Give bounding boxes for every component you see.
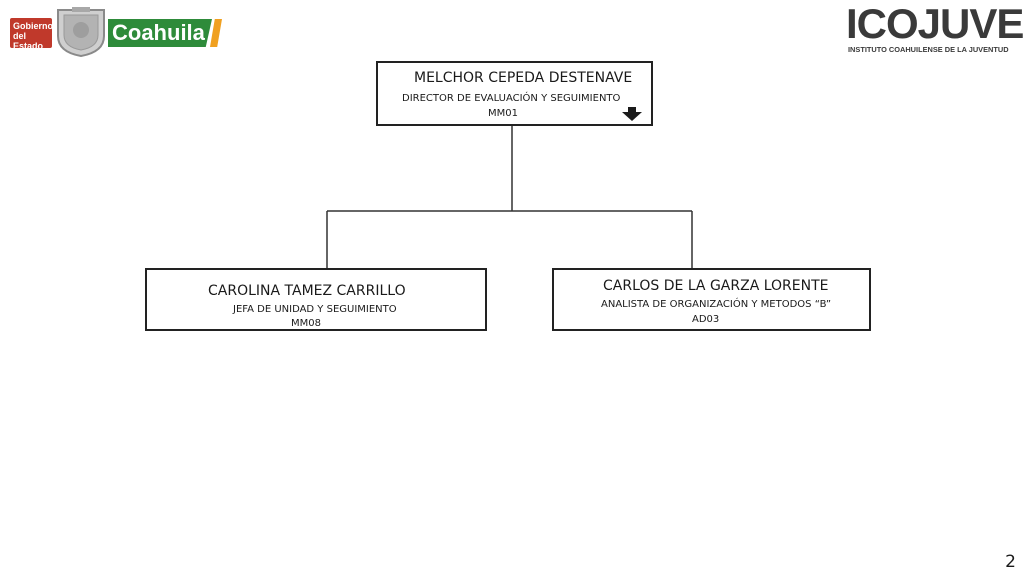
org-node-child: CARLOS DE LA GARZA LORENTE ANALISTA DE O… xyxy=(552,268,871,331)
node-code: MM08 xyxy=(291,318,321,329)
arrow-down-icon xyxy=(622,107,642,121)
node-code: MM01 xyxy=(488,108,518,119)
node-code: AD03 xyxy=(692,314,720,325)
coahuila-wordmark: Coahuila xyxy=(108,19,212,47)
org-node-root: MELCHOR CEPEDA DESTENAVE DIRECTOR DE EVA… xyxy=(376,61,653,126)
gobierno-coahuila-logo: Gobierno del Estado Coahuila xyxy=(10,6,222,58)
icojuve-logo: ICOJUVE INSTITUTO COAHUILENSE DE LA JUVE… xyxy=(846,2,1024,58)
state-seal-icon xyxy=(57,7,105,58)
node-name: CAROLINA TAMEZ CARRILLO xyxy=(208,283,406,299)
org-node-child: CAROLINA TAMEZ CARRILLO JEFA DE UNIDAD Y… xyxy=(145,268,487,331)
node-title: JEFA DE UNIDAD Y SEGUIMIENTO xyxy=(233,304,397,315)
node-name: CARLOS DE LA GARZA LORENTE xyxy=(603,278,829,294)
icojuve-wordmark: ICOJUVE xyxy=(846,0,1024,47)
node-title: DIRECTOR DE EVALUACIÓN Y SEGUIMIENTO xyxy=(402,93,621,104)
page-number: 2 xyxy=(1005,552,1016,572)
node-name: MELCHOR CEPEDA DESTENAVE xyxy=(414,70,633,86)
icojuve-tagline: INSTITUTO COAHUILENSE DE LA JUVENTUD xyxy=(848,45,1009,54)
gobierno-badge: Gobierno del Estado xyxy=(10,18,53,51)
node-title: ANALISTA DE ORGANIZACIÓN Y METODOS “B” xyxy=(601,299,832,310)
